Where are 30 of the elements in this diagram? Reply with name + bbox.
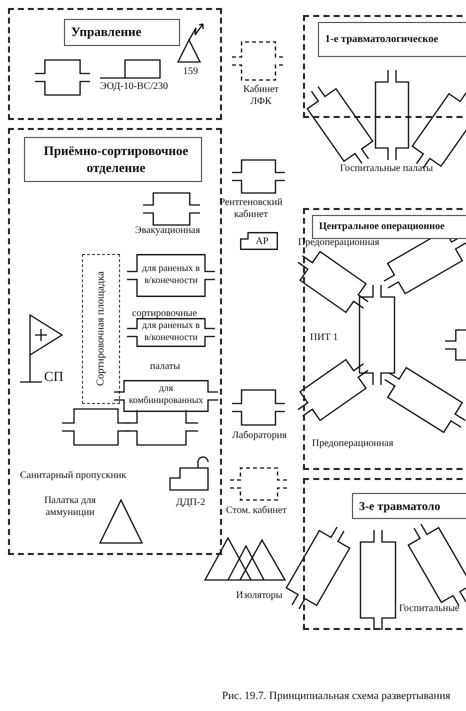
- text-label: Эвакуационная: [135, 225, 200, 237]
- heading-box: Приёмно-сортировочное отделение: [24, 137, 202, 182]
- text-label: ДДП-2: [176, 497, 206, 509]
- zone-frame: [8, 8, 222, 120]
- zone-frame: [303, 15, 466, 118]
- text-label: Лаборатория: [232, 430, 287, 442]
- text-label: 159: [183, 66, 198, 78]
- heading-box: 3-е травматоло: [352, 493, 466, 519]
- vehicle-symbol: АР: [240, 232, 278, 250]
- text-label: Госпитальные палаты: [340, 163, 434, 175]
- text-label: Палатка для аммуниции: [43, 495, 97, 519]
- text-label: Изоляторы: [236, 590, 283, 602]
- heading-box: Управление: [64, 19, 180, 46]
- heading-box: Центральное операционное: [312, 215, 466, 239]
- text-label: Предоперационная: [312, 438, 394, 450]
- figure-caption: Рис. 19.7. Принципиальная схема развертывания: [222, 690, 450, 702]
- heading-box: 1-е травматологическое: [318, 22, 466, 57]
- text-label: Кабинет ЛФК: [242, 84, 280, 108]
- text-label: Рентгеновский кабинет: [218, 197, 284, 221]
- text-label: сортировочные: [132, 308, 197, 320]
- text-label: ПИТ 1: [310, 332, 338, 344]
- text-label: Санитарный пропускник: [20, 470, 126, 482]
- flag-label: СП: [44, 370, 64, 387]
- text-label: Предоперационная: [298, 237, 380, 249]
- text-label: ЭОД-10-ВС/230: [100, 81, 168, 93]
- zone-frame: [303, 478, 466, 630]
- text-label: Госпитальные: [399, 603, 460, 615]
- text-label: палаты: [150, 361, 180, 373]
- text-label: Стом. кабинет: [226, 505, 287, 517]
- sorting-area: Сортировочная площадка: [82, 254, 120, 404]
